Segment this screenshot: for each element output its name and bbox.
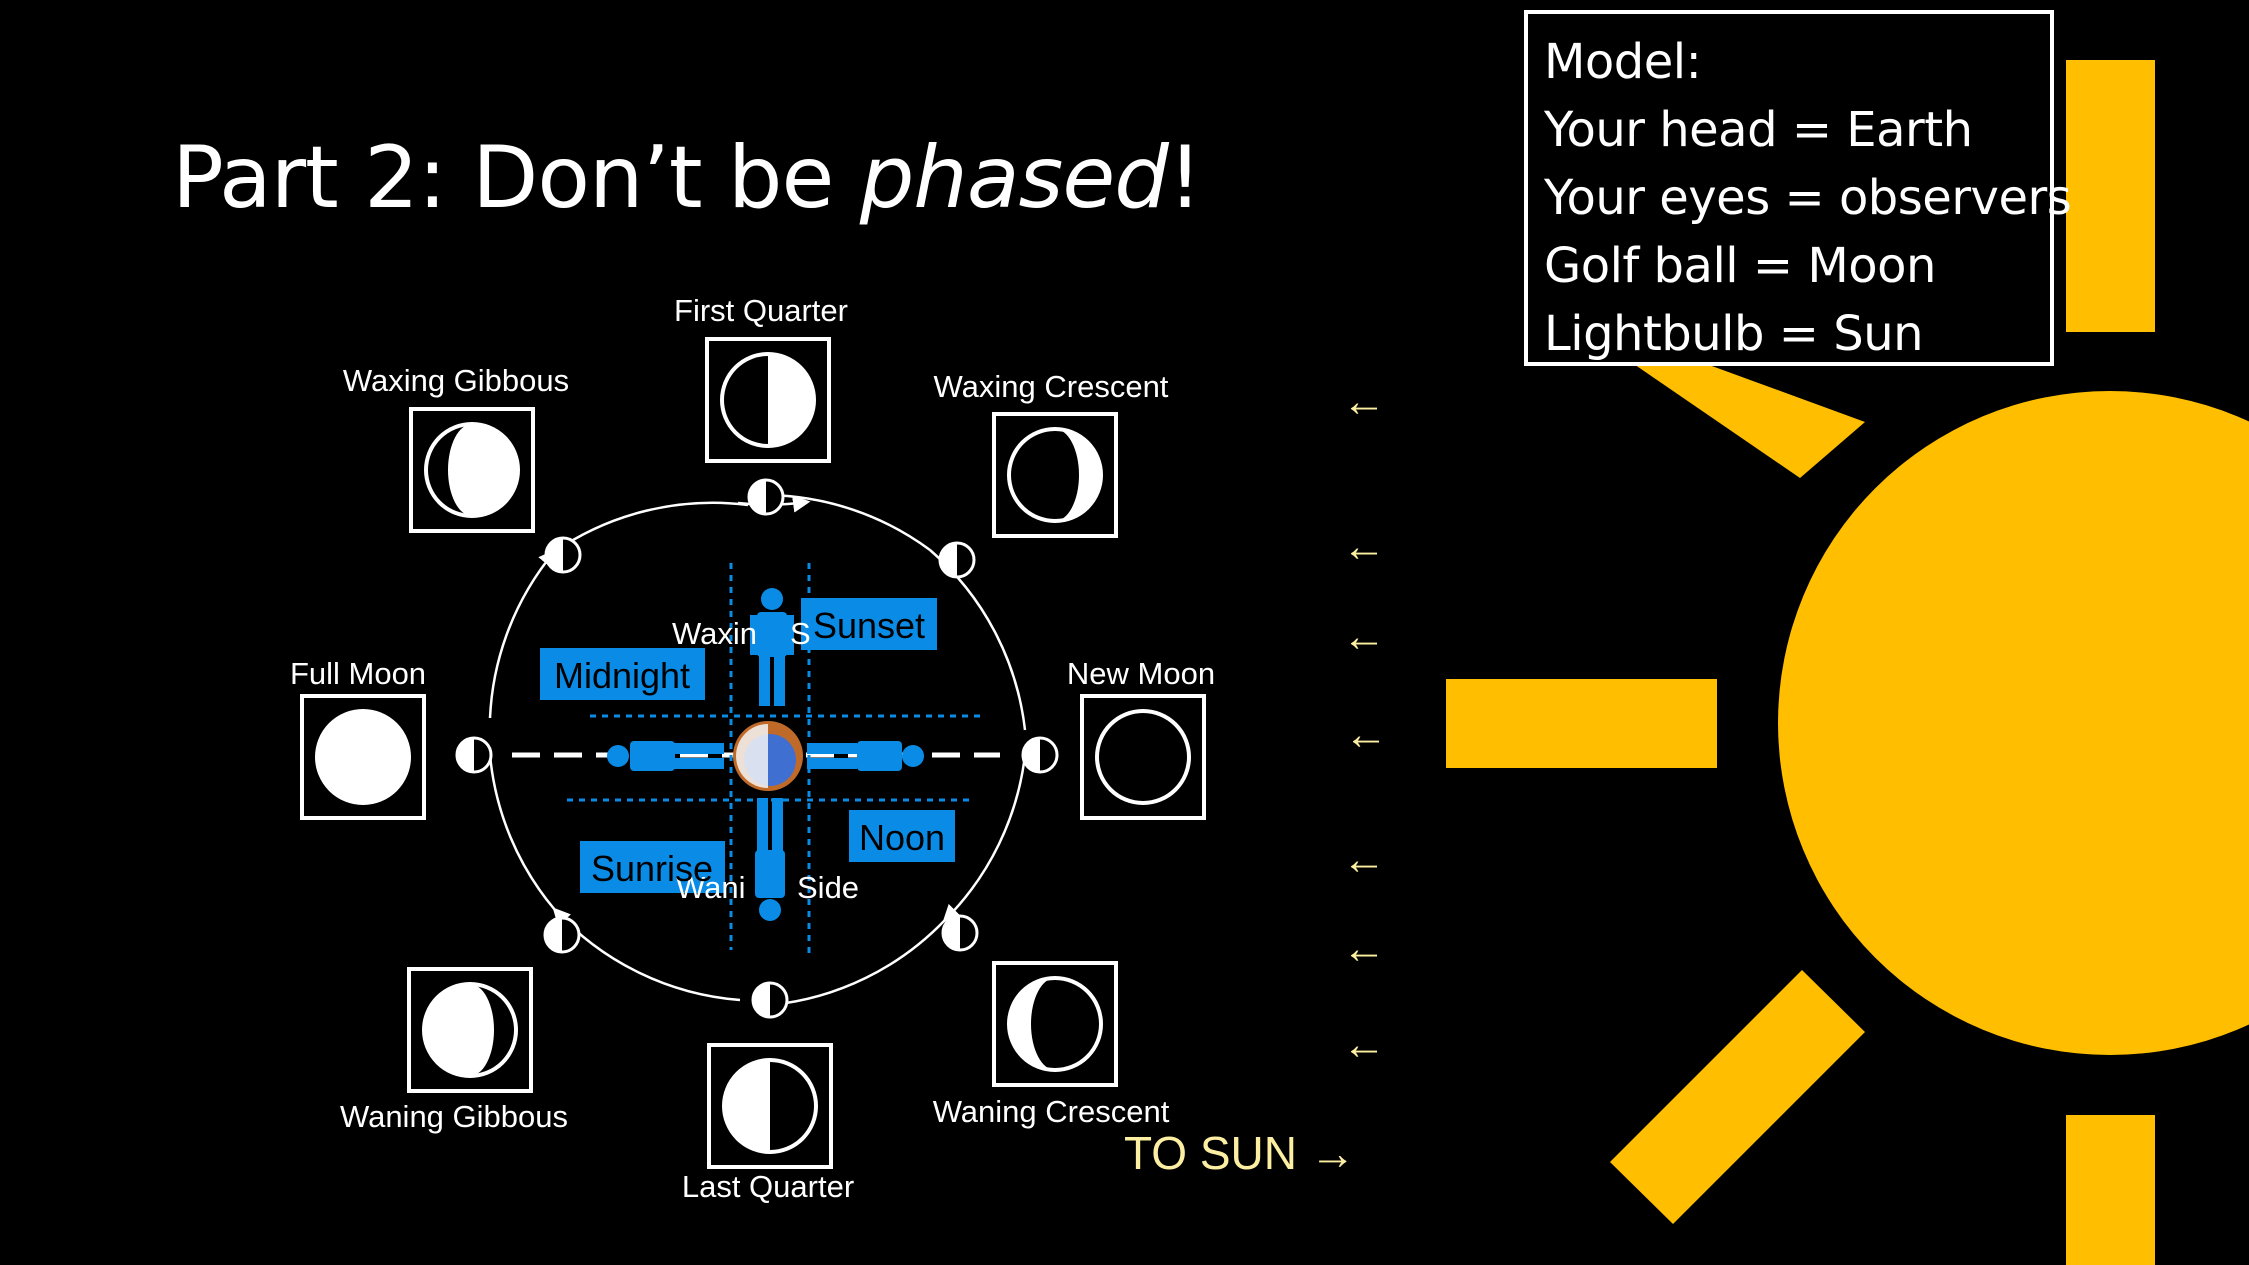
orbit-moon (747, 478, 785, 516)
title-prefix: Part 2: Don’t be (172, 128, 860, 228)
model-line-lightbulb: Lightbulb = Sun (1544, 306, 1924, 362)
sun-ray (2066, 1115, 2155, 1265)
midnight-tag (540, 648, 705, 700)
sunrise-tag (580, 841, 725, 893)
orbit-moon (544, 536, 582, 574)
sun-graphic (1446, 60, 2249, 1265)
label-full-moon: Full Moon (290, 656, 426, 691)
sun-disc (1778, 391, 2249, 1055)
label-sunset: Sunset (813, 605, 925, 646)
moon-orbit (488, 493, 1027, 1007)
label-waning-crescent: Waning Crescent (933, 1094, 1170, 1129)
person-figure-bottom (755, 798, 785, 921)
phase-box-waning-gibbous (407, 967, 533, 1093)
person-figure-left (607, 741, 724, 771)
sunlight-arrow: ← (1342, 1020, 1386, 1069)
orbit-moon (455, 736, 493, 774)
person-figure-top (750, 588, 794, 706)
person-figure-right (807, 741, 924, 771)
label-to-sun: TO SUN → (1124, 1127, 1356, 1179)
title-suffix: ! (1167, 128, 1202, 228)
sunset-tag (801, 598, 937, 650)
label-noon: Noon (859, 817, 945, 858)
model-line-head: Your head = Earth (1544, 102, 1973, 158)
sun-ray (1610, 970, 1865, 1224)
model-line-golf-ball: Golf ball = Moon (1544, 238, 1936, 294)
label-sunrise: Sunrise (591, 848, 713, 889)
phase-boxes (300, 337, 1206, 1169)
phase-box-waxing-gibbous (409, 407, 535, 533)
label-waxing-partial: S (790, 616, 811, 651)
label-midnight: Midnight (554, 655, 690, 696)
label-waning-side: Side (797, 870, 859, 905)
slide-title: Part 2: Don’t be phased! (172, 128, 1202, 228)
orbit-moon (938, 541, 976, 579)
observer-figures (540, 563, 982, 955)
phase-box-waxing-crescent (992, 412, 1118, 538)
sunlight-arrow: ← (1342, 377, 1386, 426)
sunlight-arrow: ← (1342, 522, 1386, 571)
sun-ray (1625, 358, 1865, 478)
label-last-quarter: Last Quarter (682, 1169, 854, 1204)
orbit-moon (543, 916, 581, 954)
phase-box-waning-crescent (992, 961, 1118, 1087)
phase-box-new-moon (1080, 694, 1206, 820)
orbit-moon (1021, 736, 1059, 774)
model-box: Model: Your head = Earth Your eyes = obs… (1524, 10, 2072, 366)
phase-box-last-quarter (707, 1043, 833, 1169)
sunlight-arrow: ← (1342, 924, 1386, 973)
noon-tag (849, 810, 955, 862)
sun-ray (1446, 679, 1717, 768)
orbit-moon (941, 914, 979, 952)
sun-ray (2066, 60, 2155, 332)
phase-box-full-moon (300, 694, 426, 820)
sunlight-arrow: ← (1342, 612, 1386, 661)
label-new-moon: New Moon (1067, 656, 1215, 691)
sunlight-arrow: ← (1344, 710, 1388, 759)
sunlight-arrow: ← (1342, 835, 1386, 884)
title-emphasis: phased (859, 128, 1169, 228)
label-waning-gibbous: Waning Gibbous (340, 1099, 568, 1134)
sunlight-arrows: ← ← ← ← ← ← ← (1342, 377, 1388, 1069)
model-heading: Model: (1544, 34, 1702, 90)
label-waxing-side: Waxin (672, 616, 757, 651)
label-waxing-gibbous: Waxing Gibbous (343, 363, 569, 398)
label-waxing-crescent: Waxing Crescent (934, 369, 1169, 404)
label-first-quarter: First Quarter (674, 293, 848, 328)
model-line-eyes: Your eyes = observers (1544, 170, 2072, 226)
orbit-moon (751, 981, 789, 1019)
earth-icon (733, 721, 803, 791)
label-waning-fragment: Wani (676, 870, 745, 905)
phase-box-first-quarter (705, 337, 831, 463)
